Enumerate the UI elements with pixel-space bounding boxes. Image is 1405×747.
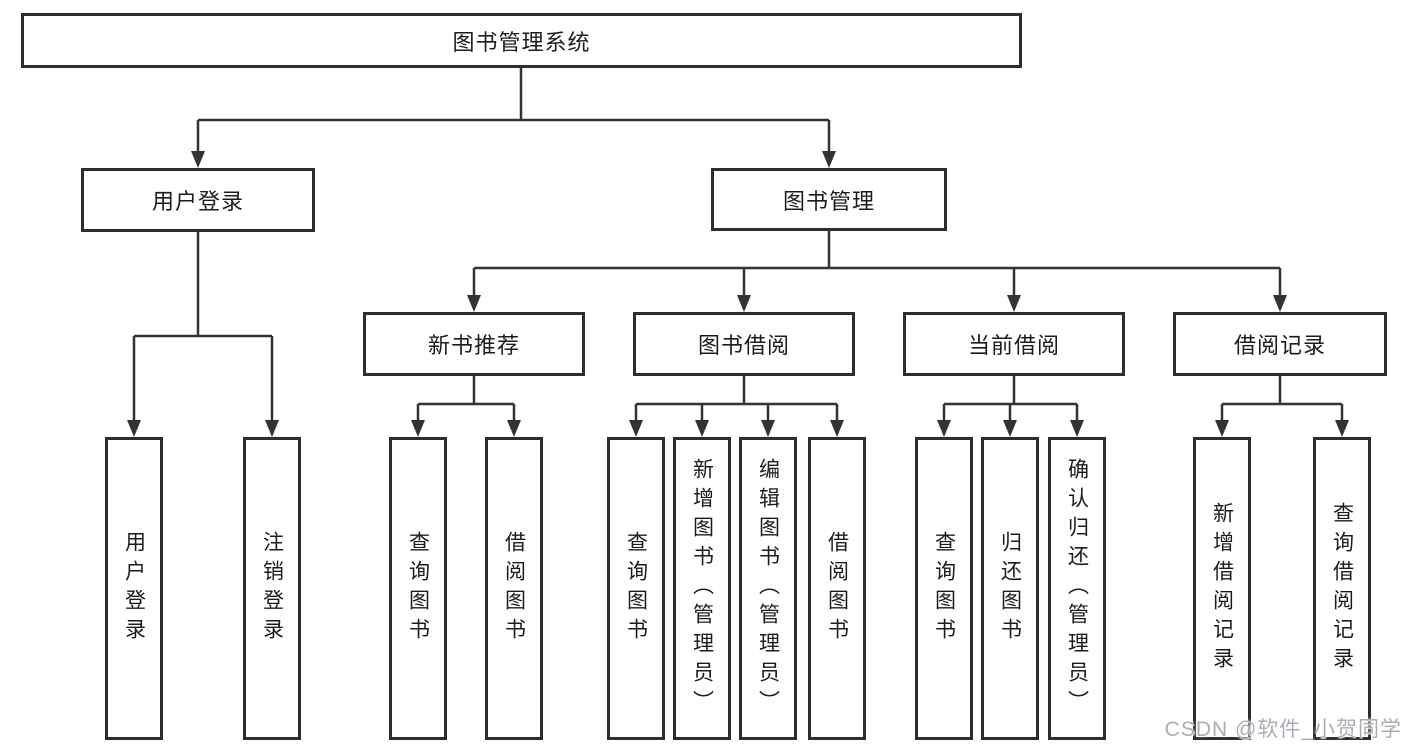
node-label: 查询图书 — [932, 530, 956, 647]
node-current-borrowing: 当前借阅 — [903, 312, 1125, 376]
node-query-books-recommend: 查询图书 — [389, 437, 447, 740]
node-label: 借阅图书 — [502, 530, 526, 647]
node-label: 图书借阅 — [697, 333, 790, 358]
node-new-book-recommend: 新书推荐 — [363, 312, 585, 376]
node-label: 用户登录 — [151, 189, 244, 214]
node-user-login-leaf: 用户登录 — [105, 437, 163, 740]
node-label: 图书管理 — [782, 188, 875, 214]
node-book-management: 图书管理 — [711, 168, 947, 231]
node-return-books: 归还图书 — [981, 437, 1039, 740]
node-label: 借阅记录 — [1233, 333, 1326, 358]
node-label: 查询图书 — [406, 530, 430, 647]
node-borrow-books-recommend: 借阅图书 — [485, 437, 543, 740]
node-label: 用户登录 — [122, 530, 146, 647]
node-label: 注销登录 — [260, 530, 284, 647]
node-label: 查询借阅记录 — [1330, 501, 1354, 676]
node-user-login: 用户登录 — [81, 168, 315, 232]
node-logout: 注销登录 — [243, 437, 301, 740]
node-label: 借阅图书 — [825, 530, 849, 647]
node-query-books-current: 查询图书 — [915, 437, 973, 740]
node-label: 查询图书 — [624, 530, 648, 647]
node-library-management-system: 图书管理系统 — [21, 13, 1022, 68]
node-borrowing-records: 借阅记录 — [1173, 312, 1387, 376]
node-book-borrowing: 图书借阅 — [633, 312, 855, 376]
csdn-watermark: CSDN @软件_小贺同学 — [1164, 718, 1402, 741]
node-edit-books-admin: 编辑图书（管理员） — [739, 437, 797, 740]
node-query-books-borrowing: 查询图书 — [607, 437, 665, 740]
node-label: 确认归还（管理员） — [1065, 458, 1089, 719]
node-label: 编辑图书（管理员） — [756, 458, 780, 719]
node-query-borrow-record: 查询借阅记录 — [1313, 437, 1371, 740]
arrowheads — [127, 151, 1349, 437]
node-label: 当前借阅 — [967, 333, 1060, 358]
node-add-borrow-record: 新增借阅记录 — [1193, 437, 1251, 740]
node-borrow-books-borrowing: 借阅图书 — [808, 437, 866, 740]
node-label: 归还图书 — [998, 530, 1022, 647]
node-label: 新增借阅记录 — [1210, 501, 1234, 676]
node-confirm-return-admin: 确认归还（管理员） — [1048, 437, 1106, 740]
node-label: 新增图书（管理员） — [690, 458, 714, 719]
node-label: 新书推荐 — [427, 333, 520, 358]
node-label: 图书管理系统 — [452, 29, 591, 55]
node-add-books-admin: 新增图书（管理员） — [673, 437, 731, 740]
